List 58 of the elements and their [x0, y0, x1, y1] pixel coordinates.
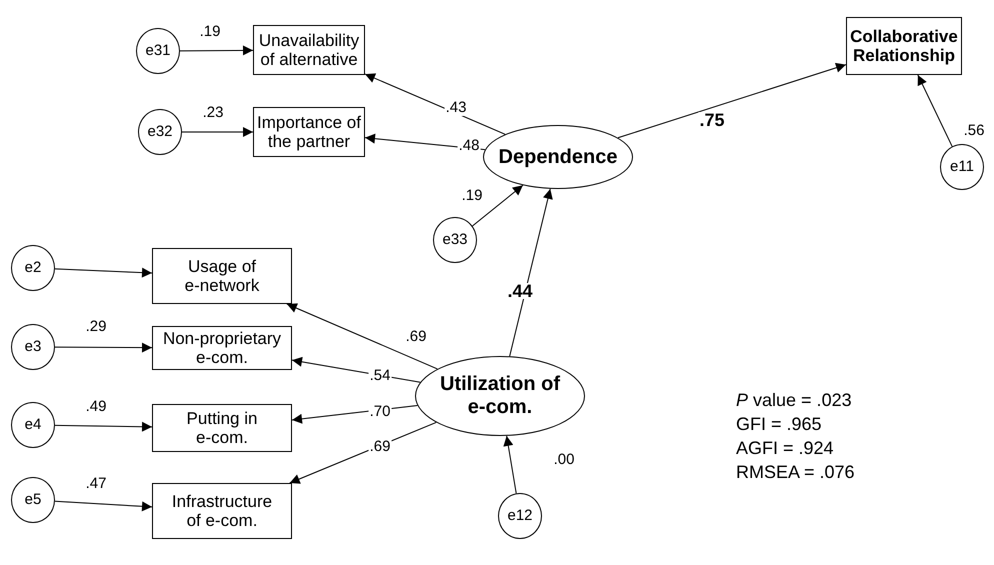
arrow	[286, 303, 438, 370]
arrow	[54, 342, 152, 353]
variable-box	[152, 248, 292, 304]
node-label: e5	[24, 490, 42, 510]
variable-box	[152, 404, 292, 452]
error-circle	[138, 109, 182, 155]
fit-statistic: AGFI = .924	[736, 437, 835, 460]
node-label: e32	[147, 122, 173, 142]
error-circle	[433, 217, 477, 263]
node-label: e31	[145, 40, 171, 61]
path-coefficient: .75	[698, 112, 726, 128]
arrow	[180, 45, 254, 56]
error-circle	[11, 245, 55, 291]
node-label: Non-proprietary e-com.	[162, 329, 282, 367]
node-label: Dependence	[498, 146, 618, 168]
arrow	[364, 73, 506, 135]
arrow	[292, 405, 418, 424]
error-circle	[11, 402, 55, 448]
arrow	[617, 62, 846, 138]
fit-statistic: P value = .023	[736, 389, 853, 412]
error-circle	[940, 144, 984, 190]
node-label: Collaborative Relationship	[849, 27, 959, 65]
fit-statistic: RMSEA = .076	[736, 461, 855, 484]
error-circle	[11, 324, 55, 370]
variable-box	[152, 326, 292, 370]
error-circle	[498, 493, 542, 539]
node-label: Infrastructure of e-com.	[170, 492, 274, 530]
variable-box	[152, 483, 292, 539]
path-coefficient: .43	[444, 100, 468, 116]
variable-box	[253, 107, 365, 157]
path-coefficient: .44	[506, 283, 534, 299]
fit-statistic: GFI = .965	[736, 413, 823, 436]
arrow	[54, 268, 152, 278]
node-label: e11	[950, 156, 974, 177]
arrow	[509, 188, 553, 357]
arrow	[292, 356, 421, 383]
node-label: e4	[24, 414, 42, 435]
arrow	[289, 422, 437, 484]
node-label: e2	[24, 258, 42, 278]
variable-box	[846, 17, 962, 75]
node-label: Unavailability of alternative	[258, 31, 360, 69]
arrow	[54, 422, 152, 432]
arrow	[182, 127, 254, 137]
variable-box	[253, 25, 365, 75]
node-label: e33	[442, 230, 468, 250]
error-circle	[11, 477, 55, 523]
node-label: Importance of the partner	[256, 113, 362, 151]
node-label: Usage of e-network	[184, 257, 260, 295]
arrow	[472, 184, 524, 226]
arrow	[503, 435, 517, 494]
node-label: e3	[24, 336, 42, 357]
node-label: Utilization of e-com.	[439, 373, 562, 419]
node-label: Putting in e-com.	[186, 409, 258, 447]
arrow	[54, 500, 152, 512]
arrow	[364, 134, 486, 150]
error-circle	[136, 28, 180, 74]
arrow	[917, 74, 953, 147]
node-label: e12	[507, 506, 533, 526]
